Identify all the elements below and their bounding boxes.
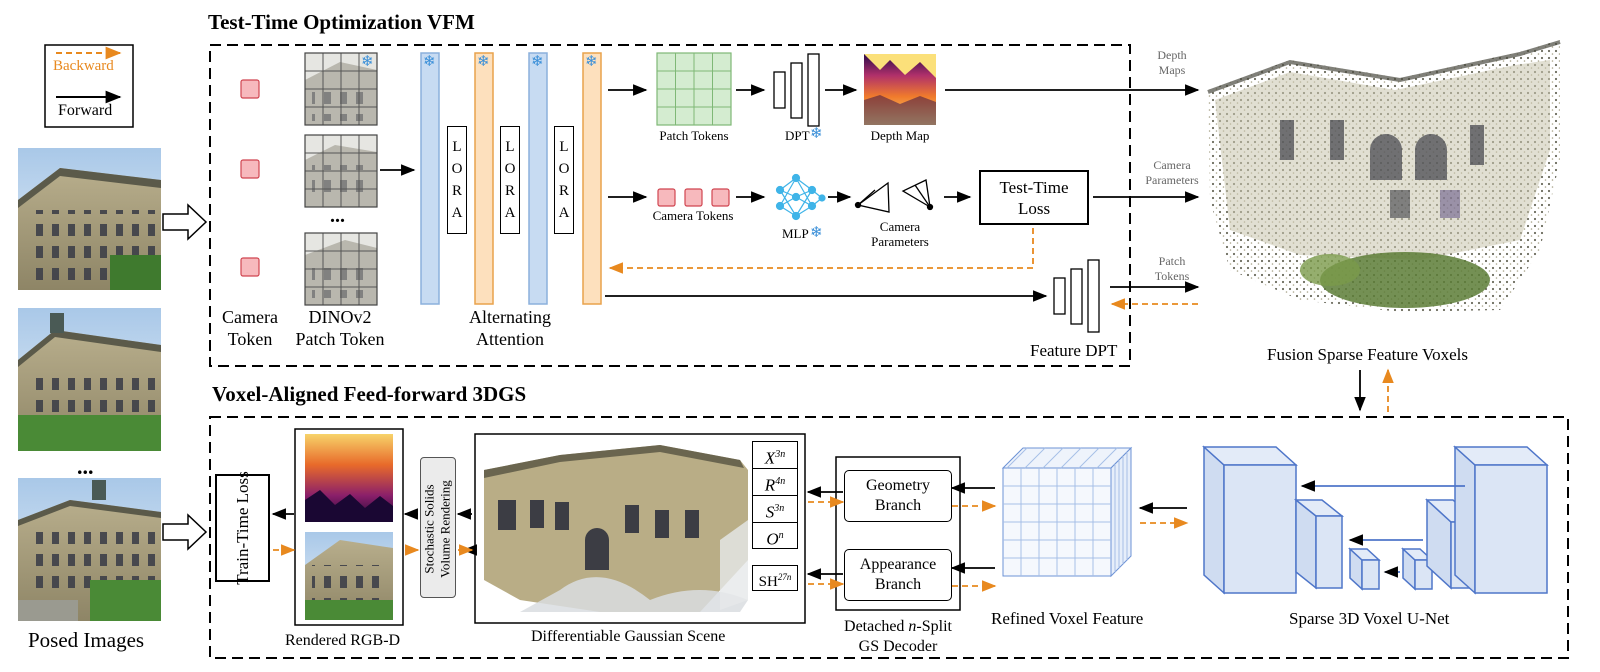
- snowflake-icon: ❄: [810, 126, 823, 142]
- unet-icon: [1202, 445, 1549, 595]
- depth-map-image: [864, 54, 936, 125]
- mlp-network-icon: [775, 173, 826, 221]
- param-x: X3n: [753, 442, 797, 469]
- camera-frustum-icon: [854, 179, 934, 213]
- snowflake-icon: ❄: [585, 54, 598, 70]
- gaussian-scene-frame: [474, 433, 806, 624]
- param-o: On: [766, 529, 784, 549]
- attn-lora-bar-2: [582, 52, 602, 305]
- rendered-rgbd-label: Rendered RGB-D: [285, 632, 401, 649]
- decoder-frame: [835, 456, 961, 611]
- fusion-voxels-label: Fusion Sparse Feature Voxels: [1267, 345, 1469, 364]
- param-r: R4n: [753, 469, 797, 496]
- posed-image-1: [18, 148, 161, 290]
- param-s: S3n: [753, 496, 797, 523]
- posed-images-label: Posed Images: [28, 628, 145, 652]
- refined-voxel-label: Refined Voxel Feature: [991, 609, 1144, 628]
- diff-gaussian-scene-label: Differentiable Gaussian Scene: [531, 628, 726, 645]
- feature-dpt-pyramid-icon: [1053, 259, 1100, 333]
- camera-tokens-3: [711, 188, 730, 207]
- snowflake-icon: ❄: [810, 225, 823, 241]
- camera-tokens-2: [684, 188, 703, 207]
- voxel-grid-icon: [1001, 446, 1133, 578]
- snowflake-icon: ❄: [477, 54, 490, 70]
- dpt-label: DPT: [785, 128, 810, 143]
- attn-frozen-bar-2: [528, 52, 548, 305]
- attn-frozen-bar-1: [420, 52, 440, 305]
- snowflake-icon: ❄: [423, 54, 436, 70]
- posed-image-2: [18, 308, 161, 451]
- patch-tokens-label: Patch Tokens: [659, 128, 729, 143]
- unet-label: Sparse 3D Voxel U-Net: [1289, 609, 1450, 628]
- posed-image-3: [18, 478, 161, 621]
- depth-map-label: Depth Map: [870, 128, 930, 143]
- rendered-depth-image: [305, 434, 393, 522]
- camera-token-3: [240, 257, 260, 277]
- param-sh: SH27n: [752, 565, 798, 591]
- dinov2-patch-2: [304, 134, 378, 208]
- backward-arrow-loss-to-lora: [608, 228, 1034, 274]
- gs-decoder-label: Detached n-Split GS Decoder: [844, 618, 952, 655]
- rendered-rgb-image: [305, 532, 393, 620]
- gaussian-scene-image: [484, 445, 748, 612]
- camera-tokens-label: Camera Tokens: [652, 208, 734, 223]
- camera-token-2: [240, 159, 260, 179]
- legend-forward-label: Forward: [58, 102, 113, 119]
- images-ellipsis: ...: [77, 454, 94, 479]
- feedforward-frame: [209, 416, 1569, 659]
- dinov2-patch-3: [304, 232, 378, 306]
- mlp-label: MLP: [782, 226, 809, 241]
- rendered-rgbd-frame: [294, 428, 404, 626]
- camera-token-1: [240, 79, 260, 99]
- tto-frame: [209, 44, 1131, 367]
- camera-tokens-1: [657, 188, 676, 207]
- gaussian-params-box: X3n R4n S3n On: [752, 441, 798, 549]
- section-title-feedforward: Voxel-Aligned Feed-forward 3DGS: [212, 382, 527, 406]
- patch-tokens-grid: [656, 52, 732, 126]
- feature-dpt-label: Feature DPT: [1030, 341, 1118, 360]
- patch-ellipsis: ...: [330, 205, 345, 227]
- input-arrow-top: [162, 203, 208, 241]
- section-title-tto: Test-Time Optimization VFM: [208, 10, 475, 34]
- snowflake-icon: ❄: [361, 54, 374, 70]
- legend-backward-label: Backward: [53, 58, 114, 74]
- input-arrow-bottom: [162, 513, 208, 551]
- point-cloud-icon: [1207, 40, 1561, 312]
- train-time-loss-box: Train-Time Loss: [215, 471, 270, 585]
- dinov2-patch-1: [304, 52, 378, 126]
- dpt-pyramid-icon: [773, 53, 820, 127]
- attn-lora-bar-1: [474, 52, 494, 305]
- snowflake-icon: ❄: [531, 54, 544, 70]
